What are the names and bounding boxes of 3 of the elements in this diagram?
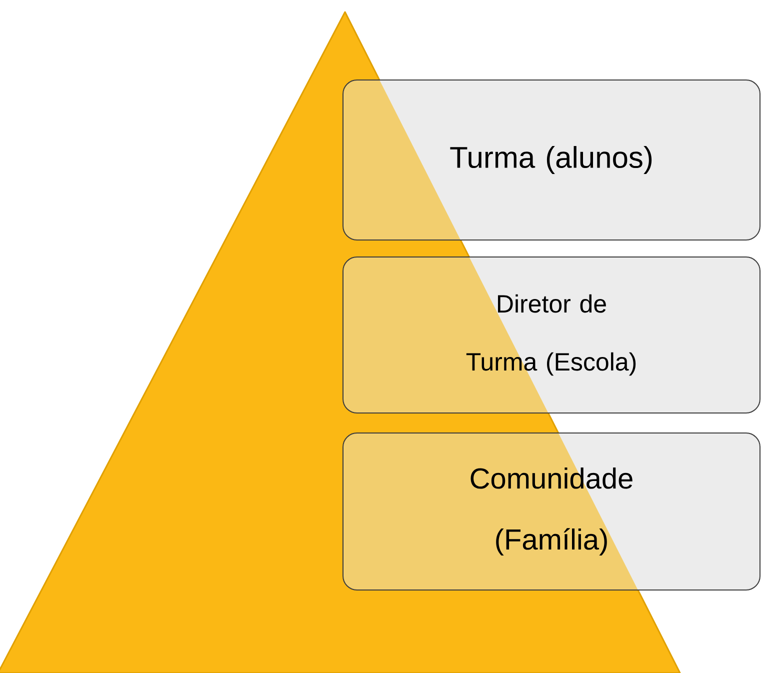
text-box: Turma (alunos): [342, 80, 760, 240]
text-box: Comunidade (Família): [342, 432, 760, 590]
text-box: Diretor de Turma (Escola): [342, 256, 760, 414]
